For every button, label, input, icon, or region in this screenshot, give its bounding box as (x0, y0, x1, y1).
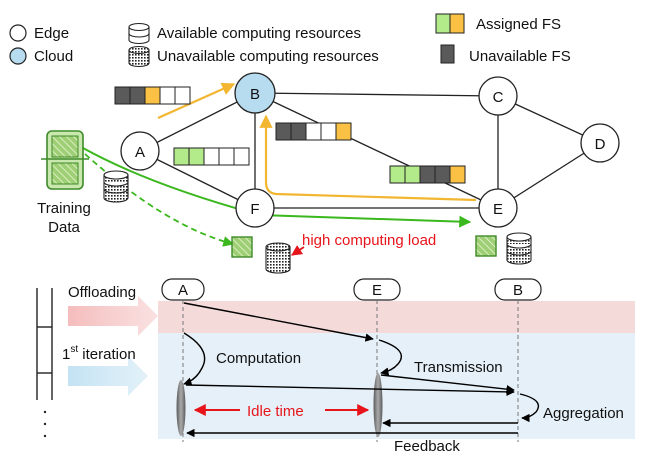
iteration-ladder (36, 288, 53, 400)
node-d-label: D (595, 136, 606, 153)
legend-cloud-label: Cloud (34, 48, 73, 65)
node-e-label: E (493, 201, 503, 218)
legend-unavailable-label: Unavailable computing resources (157, 48, 379, 65)
training-data-label-1: Training (37, 200, 91, 217)
lifeline-b-label: B (513, 282, 523, 299)
feedback-label: Feedback (394, 438, 460, 455)
high-load-arrow (291, 245, 305, 256)
network: A B C D E F (37, 72, 620, 274)
cloud-node-icon (9, 47, 27, 65)
legend-unavailable-fs-label: Unavailable FS (469, 48, 571, 65)
idle-bar-e (373, 373, 383, 437)
iteration-label: 1st iteration (62, 344, 136, 363)
offloading-label: Offloading (68, 284, 136, 301)
aggregation-label: Aggregation (543, 405, 624, 422)
db-f-icon (265, 242, 291, 274)
lifelines (182, 300, 519, 442)
arrow-data-to-f (84, 153, 235, 247)
node-f: F (235, 188, 275, 228)
transmission-label: Transmission (414, 359, 503, 376)
training-data-icon (41, 130, 89, 190)
data-chunk-e-icon (475, 235, 497, 257)
computation-arc-e (378, 339, 403, 376)
node-c: C (478, 76, 518, 116)
legend-edge-label: Edge (34, 25, 69, 42)
legend: Edge Cloud Available computing resources… (9, 13, 571, 68)
legend-edge: Edge (9, 24, 69, 42)
lifeline-a: A (161, 278, 205, 301)
available-db-icon (128, 22, 150, 45)
edge-node-icon (9, 24, 27, 42)
link-d-e (497, 142, 601, 209)
high-load-label: high computing load (302, 232, 436, 249)
offload-arrow (183, 302, 374, 342)
link-a-f (139, 150, 256, 209)
idle-bar-a (176, 380, 186, 436)
node-b-label: B (250, 86, 260, 103)
unavailable-fs-icon (440, 44, 455, 64)
arrow-a-to-b (157, 82, 236, 120)
offloading-band (158, 301, 635, 333)
db-a-icon (103, 170, 129, 203)
training-data-label-2: Data (48, 219, 80, 236)
fs-bar-f (173, 147, 250, 166)
computation-label: Computation (216, 350, 301, 367)
link-b-c (254, 92, 499, 97)
computation-arc-a (183, 332, 206, 386)
link-b-e (254, 92, 499, 209)
lifeline-a-label: A (178, 282, 188, 299)
legend-available-label: Available computing resources (157, 25, 361, 42)
iteration-superscript: st (70, 344, 78, 355)
iteration-text: iteration (78, 346, 136, 363)
node-a: A (120, 131, 160, 171)
legend-cloud: Cloud (9, 47, 73, 65)
node-e: E (478, 188, 518, 228)
upload-arrow-a (185, 384, 515, 397)
fs-bar-a (114, 86, 191, 105)
iteration-big-arrow (68, 356, 148, 396)
fs-bar-b (275, 122, 352, 141)
node-a-label: A (135, 144, 145, 161)
assigned-fs-green-icon (435, 13, 451, 34)
lifeline-e: E (353, 278, 401, 301)
upload-arrow-e (380, 374, 515, 394)
lifeline-e-label: E (372, 282, 382, 299)
node-c-label: C (493, 89, 504, 106)
idle-time-label: Idle time (247, 403, 304, 420)
db-e-icon (506, 232, 532, 265)
arrow-e-to-b (259, 114, 477, 202)
offloading-big-arrow (68, 296, 158, 336)
timeline: Offloading 1st iteration A E B (36, 278, 635, 455)
fs-bar-e (389, 165, 466, 184)
aggregation-arc (519, 393, 540, 423)
legend-available: Available computing resources (128, 22, 361, 45)
iteration-number: 1 (62, 346, 70, 363)
link-a-b (139, 92, 256, 152)
node-d: D (580, 123, 620, 163)
legend-unavailable-fs: Unavailable FS (440, 44, 571, 65)
data-chunk-f-icon (231, 236, 253, 258)
legend-assigned-fs-label: Assigned FS (476, 16, 561, 33)
node-f-label: F (250, 201, 259, 218)
assigned-fs-orange-icon (449, 13, 465, 34)
ladder-dots (43, 410, 47, 438)
node-b: B (234, 72, 276, 114)
legend-assigned-fs: Assigned FS (435, 13, 561, 34)
lifeline-b: B (494, 278, 542, 301)
unavailable-db-icon (128, 45, 150, 68)
legend-unavailable: Unavailable computing resources (128, 45, 379, 68)
